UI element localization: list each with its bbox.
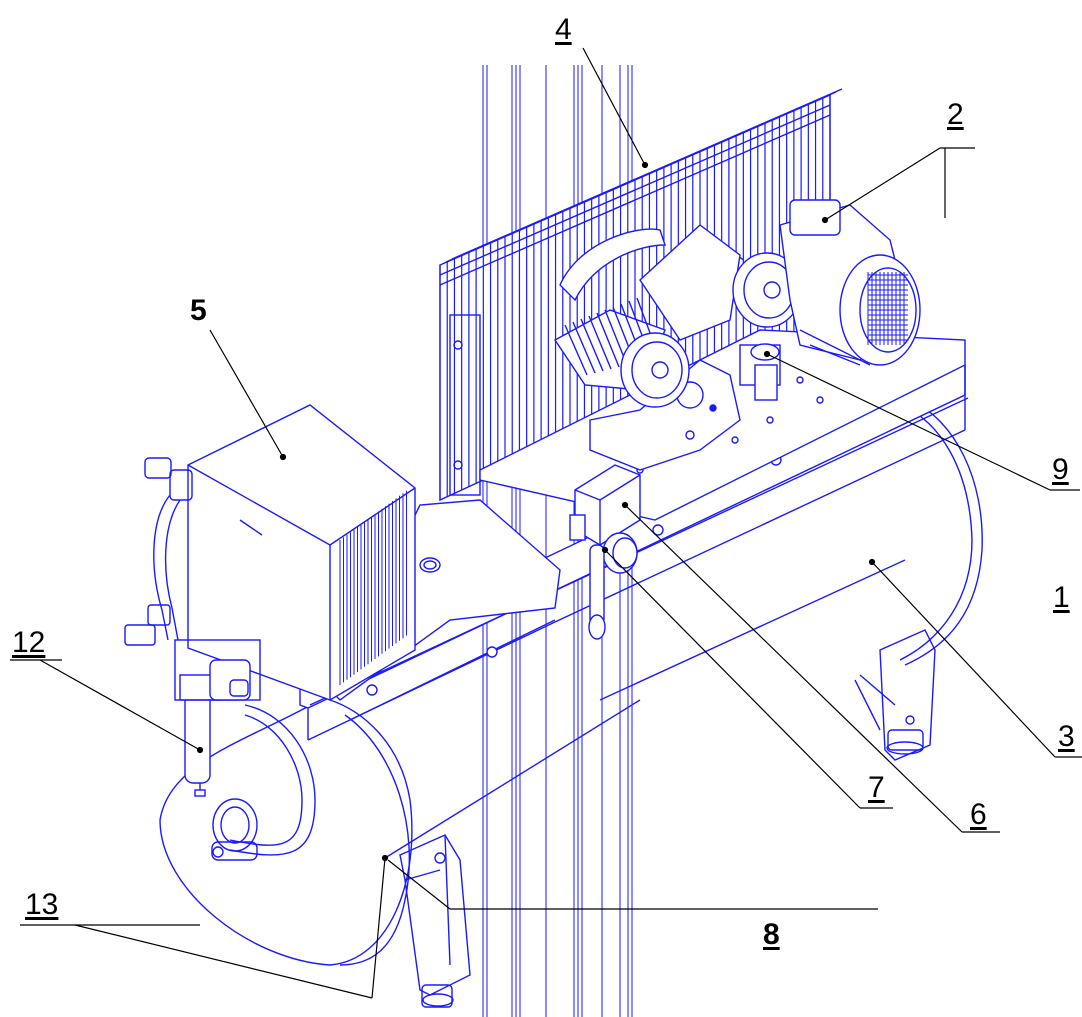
air-dryer (187, 404, 416, 701)
callout-9: 9 (1052, 453, 1069, 486)
radiator-side-bracket (449, 314, 481, 496)
flywheel-motor (732, 252, 802, 328)
safety-valve (739, 343, 781, 401)
tank-flange (211, 798, 258, 861)
callout-12: 12 (12, 626, 46, 659)
callout-8: 8 (763, 918, 780, 951)
flexible-hose (229, 704, 316, 856)
dryer-vents (339, 490, 407, 685)
air-filter (174, 639, 261, 797)
flywheel-pump (620, 332, 690, 408)
dryer-inlet-pipe (124, 457, 193, 646)
callout-6: 6 (970, 798, 987, 831)
tank-foot-rear (854, 629, 936, 761)
leader-lines (10, 47, 1082, 999)
callout-1: 1 (1053, 581, 1070, 614)
manometer (569, 514, 638, 640)
compressor-pump (589, 359, 741, 471)
base-frame (299, 364, 969, 741)
callout-2: 2 (947, 98, 964, 131)
callout-5: 5 (190, 294, 207, 327)
callout-7: 7 (868, 771, 885, 804)
callout-13: 13 (25, 888, 59, 921)
callout-4: 4 (555, 13, 572, 46)
motor-fan-grille (867, 272, 908, 345)
callout-3: 3 (1058, 720, 1075, 753)
